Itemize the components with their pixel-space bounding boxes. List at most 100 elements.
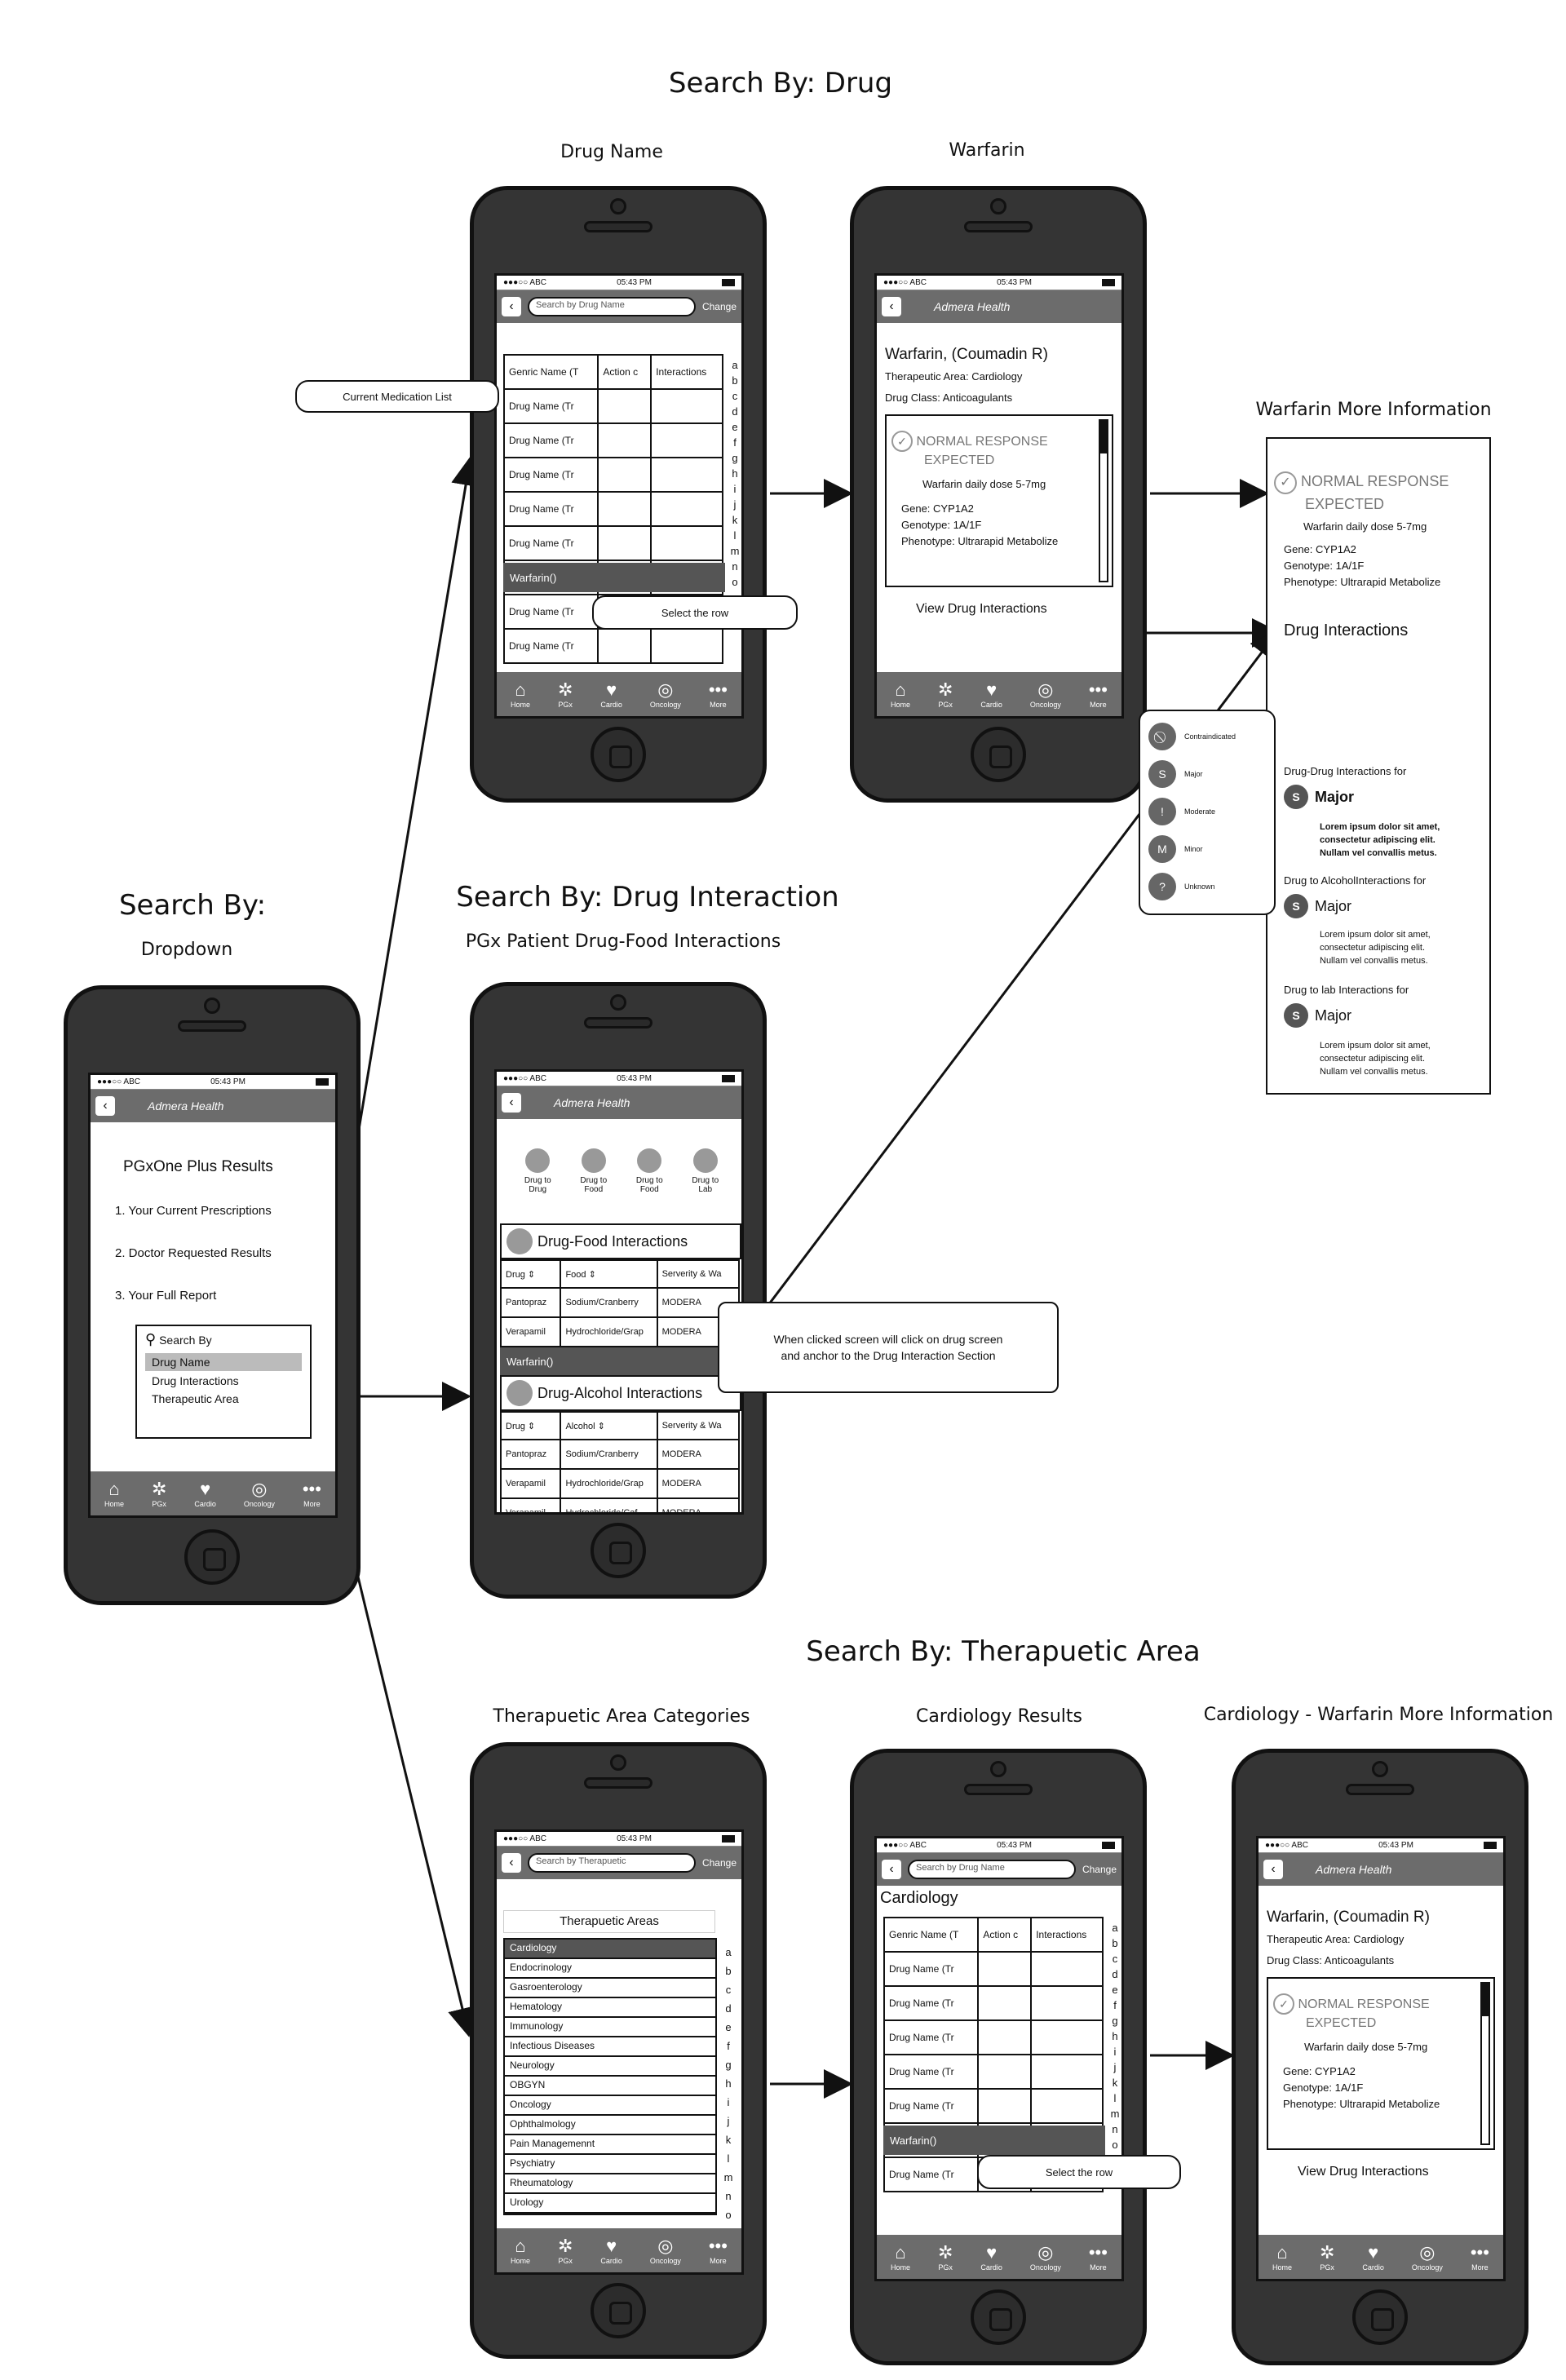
ta-item[interactable]: Pain Managemennt — [505, 2135, 715, 2155]
table-row[interactable]: Drug Name (Tr — [502, 628, 723, 664]
tab-pgx[interactable]: ✲PGx — [938, 679, 953, 709]
back-button[interactable]: ‹ — [502, 297, 521, 316]
alphabet-letter[interactable]: a — [725, 1946, 732, 1958]
change-button[interactable]: Change — [701, 301, 737, 312]
table-row[interactable]: Drug Name (Tr — [502, 422, 723, 458]
menu-item-full-report[interactable]: 3. Your Full Report — [115, 1289, 217, 1303]
alphabet-letter[interactable]: a — [1112, 1922, 1118, 1934]
ta-item[interactable]: OBGYN — [505, 2077, 715, 2096]
back-button[interactable]: ‹ — [1263, 1860, 1283, 1879]
alphabet-letter[interactable]: o — [1112, 2139, 1118, 2151]
alphabet-letter[interactable]: c — [1112, 1953, 1118, 1965]
tab-pgx[interactable]: ✲PGx — [1320, 2242, 1334, 2272]
option-therapeutic-area[interactable]: Therapeutic Area — [152, 1392, 239, 1405]
alphabet-letter[interactable]: g — [1112, 2015, 1118, 2027]
ta-item[interactable]: Immunology — [505, 2018, 715, 2037]
table-row[interactable]: Drug Name (Tr — [883, 2019, 1104, 2055]
tab-more[interactable]: •••More — [709, 2236, 728, 2265]
interaction-type-button[interactable]: Drug to Drug — [524, 1148, 551, 1194]
tab-more[interactable]: •••More — [303, 1479, 321, 1508]
tab-home[interactable]: ⌂Home — [1272, 2242, 1292, 2272]
selected-row-warfarin[interactable]: Warfarin() — [883, 2126, 1105, 2155]
menu-item-prescriptions[interactable]: 1. Your Current Prescriptions — [115, 1204, 272, 1218]
alphabet-letter[interactable]: i — [727, 2096, 730, 2108]
alphabet-letter[interactable]: b — [732, 374, 738, 387]
table-row[interactable]: Drug Name (Tr — [883, 1985, 1104, 2021]
alphabet-letter[interactable]: j — [1113, 2061, 1117, 2073]
interaction-type-button[interactable]: Drug to Food — [580, 1148, 607, 1194]
back-button[interactable]: ‹ — [502, 1093, 521, 1113]
alphabet-letter[interactable]: m — [1110, 2108, 1120, 2120]
view-drug-interactions-link[interactable]: View Drug Interactions — [1298, 2165, 1429, 2179]
menu-item-doctor-results[interactable]: 2. Doctor Requested Results — [115, 1246, 272, 1260]
alphabet-letter[interactable]: h — [1112, 2030, 1118, 2042]
tab-home[interactable]: ⌂Home — [104, 1479, 124, 1508]
scrollbar[interactable] — [1480, 1982, 1490, 2145]
view-drug-interactions-link[interactable]: View Drug Interactions — [916, 602, 1047, 616]
back-button[interactable]: ‹ — [95, 1096, 115, 1116]
ta-search-input[interactable]: Search by Therapuetic — [528, 1853, 696, 1873]
drug-search-input[interactable]: Search by Drug Name — [528, 297, 696, 316]
tab-oncology[interactable]: ◎Oncology — [1412, 2242, 1443, 2272]
alphabet-letter[interactable]: j — [727, 2115, 730, 2127]
tab-pgx[interactable]: ✲PGx — [152, 1479, 166, 1508]
table-row[interactable]: Drug Name (Tr — [502, 491, 723, 527]
tab-home[interactable]: ⌂Home — [891, 2242, 910, 2272]
alphabet-letter[interactable]: d — [725, 2002, 732, 2015]
alphabet-letter[interactable]: n — [1112, 2123, 1118, 2135]
back-button[interactable]: ‹ — [882, 297, 901, 316]
back-button[interactable]: ‹ — [882, 1860, 901, 1879]
tab-cardio[interactable]: ♥Cardio — [194, 1479, 216, 1508]
tab-cardio[interactable]: ♥Cardio — [980, 679, 1002, 709]
change-button[interactable]: Change — [1082, 1864, 1117, 1875]
ta-item[interactable]: Infectious Diseases — [505, 2037, 715, 2057]
tab-oncology[interactable]: ◎Oncology — [650, 2236, 681, 2265]
change-button[interactable]: Change — [701, 1857, 737, 1869]
alphabet-letter[interactable]: a — [732, 359, 738, 371]
alphabet-letter[interactable]: b — [725, 1965, 732, 1977]
tab-oncology[interactable]: ◎Oncology — [650, 679, 681, 709]
ta-item[interactable]: Hematology — [505, 1998, 715, 2018]
alphabet-letter[interactable]: i — [733, 483, 737, 495]
ta-item[interactable]: Cardiology — [505, 1940, 715, 1959]
tab-oncology[interactable]: ◎Oncology — [1030, 679, 1061, 709]
interaction-type-button[interactable]: Drug to Lab — [692, 1148, 719, 1194]
ta-item[interactable]: Rheumatology — [505, 2174, 715, 2194]
alphabet-letter[interactable]: k — [1112, 2077, 1118, 2089]
option-drug-interactions[interactable]: Drug Interactions — [152, 1374, 239, 1387]
tab-cardio[interactable]: ♥Cardio — [1362, 2242, 1384, 2272]
ta-item[interactable]: Ophthalmology — [505, 2116, 715, 2135]
table-row[interactable]: Drug Name (Tr — [502, 388, 723, 424]
table-row[interactable]: Drug Name (Tr — [502, 457, 723, 493]
alphabet-letter[interactable]: i — [1113, 2046, 1117, 2058]
tab-pgx[interactable]: ✲PGx — [938, 2242, 953, 2272]
alphabet-letter[interactable]: c — [725, 1984, 732, 1996]
tab-oncology[interactable]: ◎Oncology — [244, 1479, 275, 1508]
alphabet-letter[interactable]: g — [725, 2059, 732, 2071]
back-button[interactable]: ‹ — [502, 1853, 521, 1873]
alphabet-letter[interactable]: b — [1112, 1937, 1118, 1949]
tab-more[interactable]: •••More — [1089, 679, 1108, 709]
alphabet-letter[interactable]: o — [732, 576, 738, 588]
alphabet-letter[interactable]: d — [1112, 1968, 1118, 1980]
option-drug-name[interactable]: Drug Name — [145, 1353, 302, 1371]
table-row[interactable]: Drug Name (Tr — [883, 2054, 1104, 2090]
alphabet-letter[interactable]: m — [730, 545, 740, 557]
tab-cardio[interactable]: ♥Cardio — [600, 679, 622, 709]
selected-row-warfarin[interactable]: Warfarin() — [500, 1347, 740, 1375]
alphabet-letter[interactable]: l — [1113, 2092, 1117, 2104]
search-by-dropdown[interactable]: ⚲ Search By Drug Name Drug Interactions … — [135, 1325, 312, 1439]
selected-row-warfarin[interactable]: Warfarin() — [503, 563, 725, 592]
alphabet-letter[interactable]: e — [1112, 1984, 1118, 1996]
alphabet-letter[interactable]: h — [732, 467, 738, 480]
alphabet-letter[interactable]: k — [725, 2134, 732, 2146]
tab-more[interactable]: •••More — [1089, 2242, 1108, 2272]
drug-search-input[interactable]: Search by Drug Name — [908, 1860, 1076, 1879]
alphabet-letter[interactable]: o — [725, 2209, 732, 2221]
scrollbar[interactable] — [1099, 419, 1108, 582]
alphabet-letter[interactable]: h — [725, 2077, 732, 2090]
